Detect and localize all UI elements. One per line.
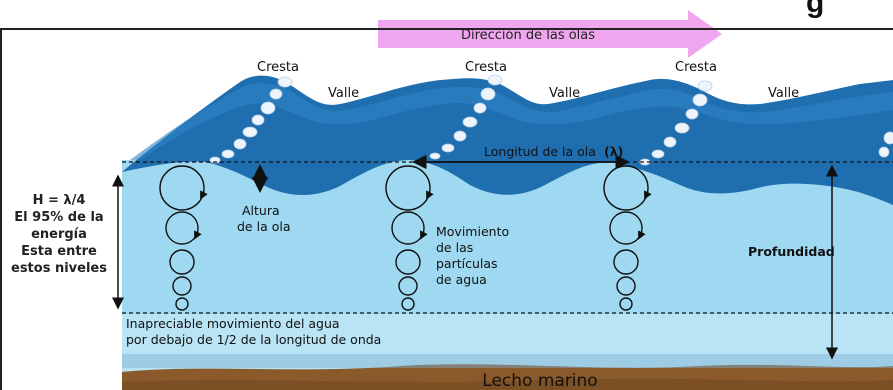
particle-label-4: de agua [436,272,487,287]
energy-note-line-1: H = λ/4 [32,193,86,208]
orbit-column-2 [385,165,434,311]
depth-label: Profundidad [748,244,835,259]
energy-note: H = λ/4 El 95% de la energía Esta entre … [0,192,118,277]
crest-label-1: Cresta [257,60,299,75]
frame-border-left [0,28,2,390]
negligible-label-1: Inapreciable movimiento del agua [126,316,340,331]
trough-label-2: Valle [549,86,580,101]
negligible-label-2: por debajo de 1/2 de la longitud de onda [126,332,381,347]
title-fragment: g [806,0,825,19]
crest-label-3: Cresta [675,60,717,75]
energy-note-line-2: El 95% de la [14,210,104,225]
seabed-label: Lecho marino [482,371,597,390]
energy-note-line-4: Esta entre [21,244,97,259]
deep-water-band [122,312,893,372]
crest-label-2: Cresta [465,60,507,75]
wave-height-label-2: de la ola [237,219,291,234]
wavelength-symbol: (λ) [604,144,623,159]
trough-label-3: Valle [768,86,799,101]
trough-label-1: Valle [328,86,359,101]
particle-label-3: partículas [436,256,498,271]
orbit-column-3 [603,165,652,311]
energy-note-line-5: estos niveles [11,261,107,276]
particle-label-2: de las [436,240,473,255]
wave-height-label-1: Altura [242,203,280,218]
wavelength-label: Longitud de la ola [484,144,596,159]
direction-label: Dirección de las olas [461,28,595,43]
direction-arrow [378,10,722,58]
orbit-column-1 [159,165,208,311]
particle-label-1: Movimiento [436,224,509,239]
energy-note-line-3: energía [31,227,87,242]
frame-border-top [0,28,893,30]
